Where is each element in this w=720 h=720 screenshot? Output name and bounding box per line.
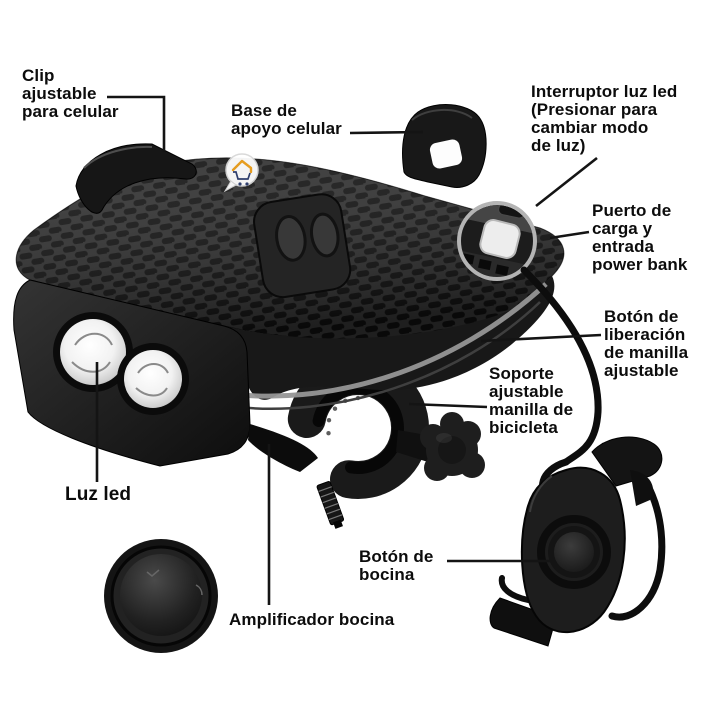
connector-clip [107,95,166,152]
connector-base [349,130,424,135]
accent-stripe [214,282,548,399]
phone-clip-left [75,143,197,214]
phone-cradle-bracket [253,193,352,299]
body-underside [214,276,555,410]
label-interruptor-luz-led: Interruptor luz led (Presionar para camb… [531,82,678,155]
remote-clip-lever [489,597,557,647]
watermark-cart-icon [223,153,259,193]
label-puerto-carga: Puerto de carga y entrada power bank [592,201,688,274]
connector-lines [95,95,602,605]
label-base-apoyo: Base de apoyo celular [231,101,342,138]
led-switch-button [479,219,521,259]
handlebar-clamp [287,357,485,529]
switch-highlight-circle [457,201,537,281]
label-boton-liberacion: Botón de liberación de manilla ajustable [604,307,689,380]
phone-clip-right [402,104,487,188]
connector-soporte [408,402,488,409]
clamp-screw [316,481,345,529]
clamp-knob [420,412,485,481]
horn-speaker [104,539,218,653]
clip-window [429,139,463,169]
label-soporte-manilla: Soporte ajustable manilla de bicicleta [489,364,574,437]
body-belly [248,424,318,472]
label-boton-bocina: Botón de bocina [359,547,434,584]
magnifier-ring [457,201,537,281]
front-face [13,279,318,472]
label-amplificador-bocina: Amplificador bocina [229,610,395,629]
cradle-button-left [275,215,307,262]
connector-interruptor [535,156,598,208]
horn-remote [489,436,663,647]
cradle-button-right [309,212,340,258]
led-lens-right [117,343,189,415]
label-luz-led: Luz led [65,484,132,505]
led-lens-left [53,312,133,392]
logo-cart [233,171,251,186]
connector-puerto [549,230,590,240]
logo-roof [231,159,253,174]
connector-liberacion [480,333,602,343]
horn-button [537,515,611,589]
label-clip-ajustable: Clip ajustable para celular [22,66,119,121]
